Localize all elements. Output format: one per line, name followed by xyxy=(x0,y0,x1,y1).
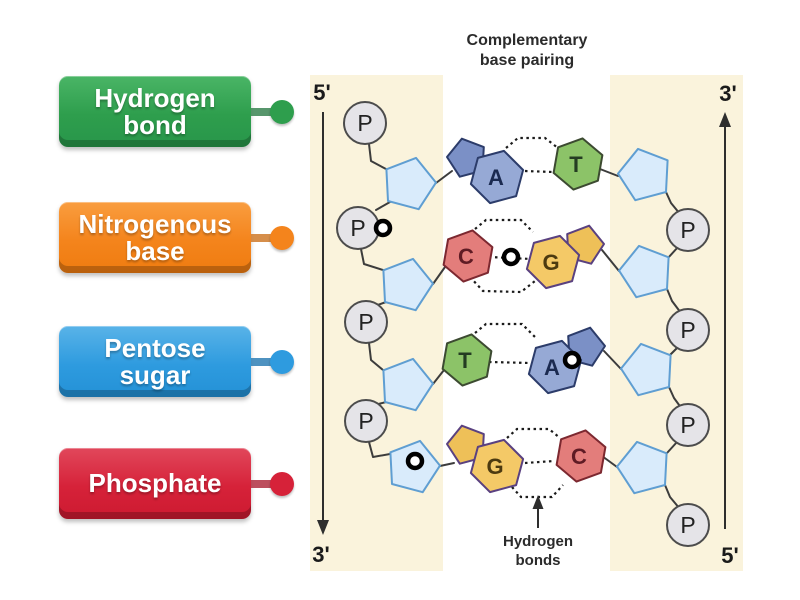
pentose-sugars xyxy=(382,147,672,495)
phosphate-circle xyxy=(666,403,710,447)
base-letter: A xyxy=(544,355,560,380)
hydrogen-bonds-caption: Hydrogen bonds xyxy=(503,495,573,569)
label-pointer-stem xyxy=(251,357,272,366)
base-cytosine-hexagon xyxy=(442,229,494,283)
left-strand-axis: 5' 3' xyxy=(312,80,330,567)
pentose-sugar-shape xyxy=(620,342,672,397)
base-thymine-hexagon xyxy=(441,333,493,387)
base-letter: G xyxy=(486,454,503,479)
diagram-title-line1: Complementary xyxy=(467,32,588,49)
label-pointer-stem xyxy=(251,479,272,488)
caption-line2: bonds xyxy=(516,552,561,569)
phosphate-letter: P xyxy=(358,408,373,434)
base-letter: G xyxy=(542,250,559,275)
label-text: Phosphate xyxy=(88,468,222,498)
phosphate-letter: P xyxy=(358,309,373,335)
left-strand-bottom-end: 3' xyxy=(312,542,329,567)
label-pointer-dot xyxy=(270,349,294,374)
target-marker-2[interactable] xyxy=(501,247,521,267)
label-pointer-dot xyxy=(270,99,294,124)
caption-line1: Hydrogen xyxy=(503,533,573,550)
base-letter: A xyxy=(488,165,504,190)
phosphate-letter: P xyxy=(680,317,695,343)
base-letter: C xyxy=(458,244,474,269)
phosphate-circle xyxy=(343,101,387,145)
label-pointer-dot xyxy=(270,471,294,496)
base-letter: T xyxy=(569,152,583,177)
pentose-sugar-shape xyxy=(617,147,669,202)
base-thymine-hexagon xyxy=(552,137,604,191)
pentose-sugar-shape xyxy=(385,156,437,211)
right-strand-bottom-end: 5' xyxy=(721,543,738,568)
phosphate-groups: P P P P P P P P xyxy=(336,101,710,547)
right-strand-axis: 3' 5' xyxy=(719,81,739,568)
phosphate-circle xyxy=(666,308,710,352)
base-letter: T xyxy=(458,348,472,373)
label-pointer-dot xyxy=(270,225,294,250)
label-pointer-stem xyxy=(251,107,272,116)
pentose-sugar-shape xyxy=(616,440,668,495)
up-arrowhead-icon xyxy=(532,495,544,509)
diagram-title-line2: base pairing xyxy=(480,52,574,69)
down-arrowhead-icon xyxy=(317,520,329,535)
phosphate-circle xyxy=(666,208,710,252)
phosphate-letter: P xyxy=(680,412,695,438)
phosphate-circle xyxy=(344,300,388,344)
backbone-bonds xyxy=(360,143,683,510)
phosphate-letter: P xyxy=(680,512,695,538)
pentose-sugar-shape xyxy=(382,357,434,412)
target-marker-3[interactable] xyxy=(562,350,582,370)
target-marker-4[interactable] xyxy=(405,451,425,471)
base-guanine-hexagon xyxy=(525,234,581,290)
pentose-sugar-shape xyxy=(382,257,434,312)
pentose-sugar-shape xyxy=(618,244,670,299)
nitrogenous-bases: A T C G T A G C xyxy=(441,137,607,494)
hydrogen-bond-dashes xyxy=(469,136,564,499)
right-strand-top-end: 3' xyxy=(719,81,736,106)
up-arrowhead-icon xyxy=(719,112,731,127)
label-pointer-stem xyxy=(251,233,272,242)
base-guanine-pentagon xyxy=(446,424,485,465)
target-marker-1[interactable] xyxy=(373,218,393,238)
phosphate-letter: P xyxy=(357,110,372,136)
base-cytosine-hexagon xyxy=(555,429,607,483)
label-chip-phosphate[interactable]: Phosphate xyxy=(59,448,294,519)
phosphate-letter: P xyxy=(680,217,695,243)
phosphate-circle xyxy=(344,399,388,443)
base-letter: C xyxy=(571,444,587,469)
base-adenine-hexagon xyxy=(469,149,525,205)
phosphate-letter: P xyxy=(350,215,365,241)
phosphate-circle xyxy=(666,503,710,547)
base-guanine-hexagon xyxy=(469,438,525,494)
left-strand-top-end: 5' xyxy=(313,80,330,105)
